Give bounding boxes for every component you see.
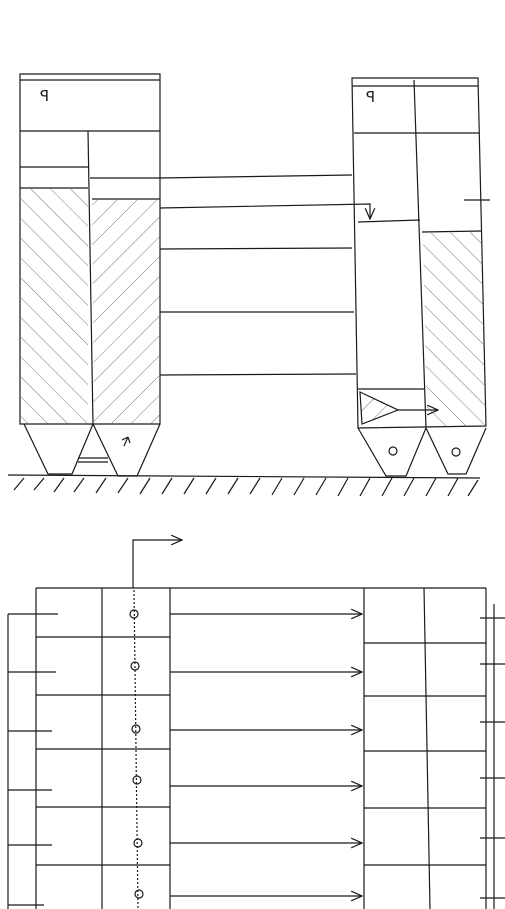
circle-marker-icon <box>389 447 397 455</box>
circle-marker-icon <box>132 725 140 733</box>
circle-marker-icon <box>452 448 460 456</box>
left-silo-fill-left <box>21 189 88 424</box>
connector-lines <box>160 175 370 375</box>
right-silo-hopper-left <box>358 428 426 476</box>
circle-marker-icon <box>134 839 142 847</box>
arrow-icon <box>122 437 130 446</box>
left-silo: ꟼ <box>20 74 160 476</box>
right-silo-divider <box>414 80 426 428</box>
right-silo-valve <box>360 392 398 424</box>
right-silo: ꟼ <box>352 78 490 476</box>
left-silo-fill-right <box>92 200 160 424</box>
left-silo-mark: ꟼ <box>40 87 49 105</box>
circle-marker-icon <box>135 890 143 898</box>
plan-view <box>8 540 505 909</box>
right-silo-mark: ꟼ <box>366 88 375 106</box>
right-silo-hopper-right <box>426 428 486 474</box>
plan-centerline <box>134 590 138 909</box>
right-silo-fill <box>423 232 486 428</box>
arrow-icon <box>133 540 182 588</box>
circle-marker-icon <box>130 610 138 618</box>
circle-marker-icon <box>133 776 141 784</box>
left-silo-hopper-left <box>24 424 93 474</box>
left-silo-hopper-right <box>93 424 160 476</box>
left-silo-divider <box>88 131 93 424</box>
circle-marker-icon <box>131 662 139 670</box>
ground <box>8 475 480 496</box>
